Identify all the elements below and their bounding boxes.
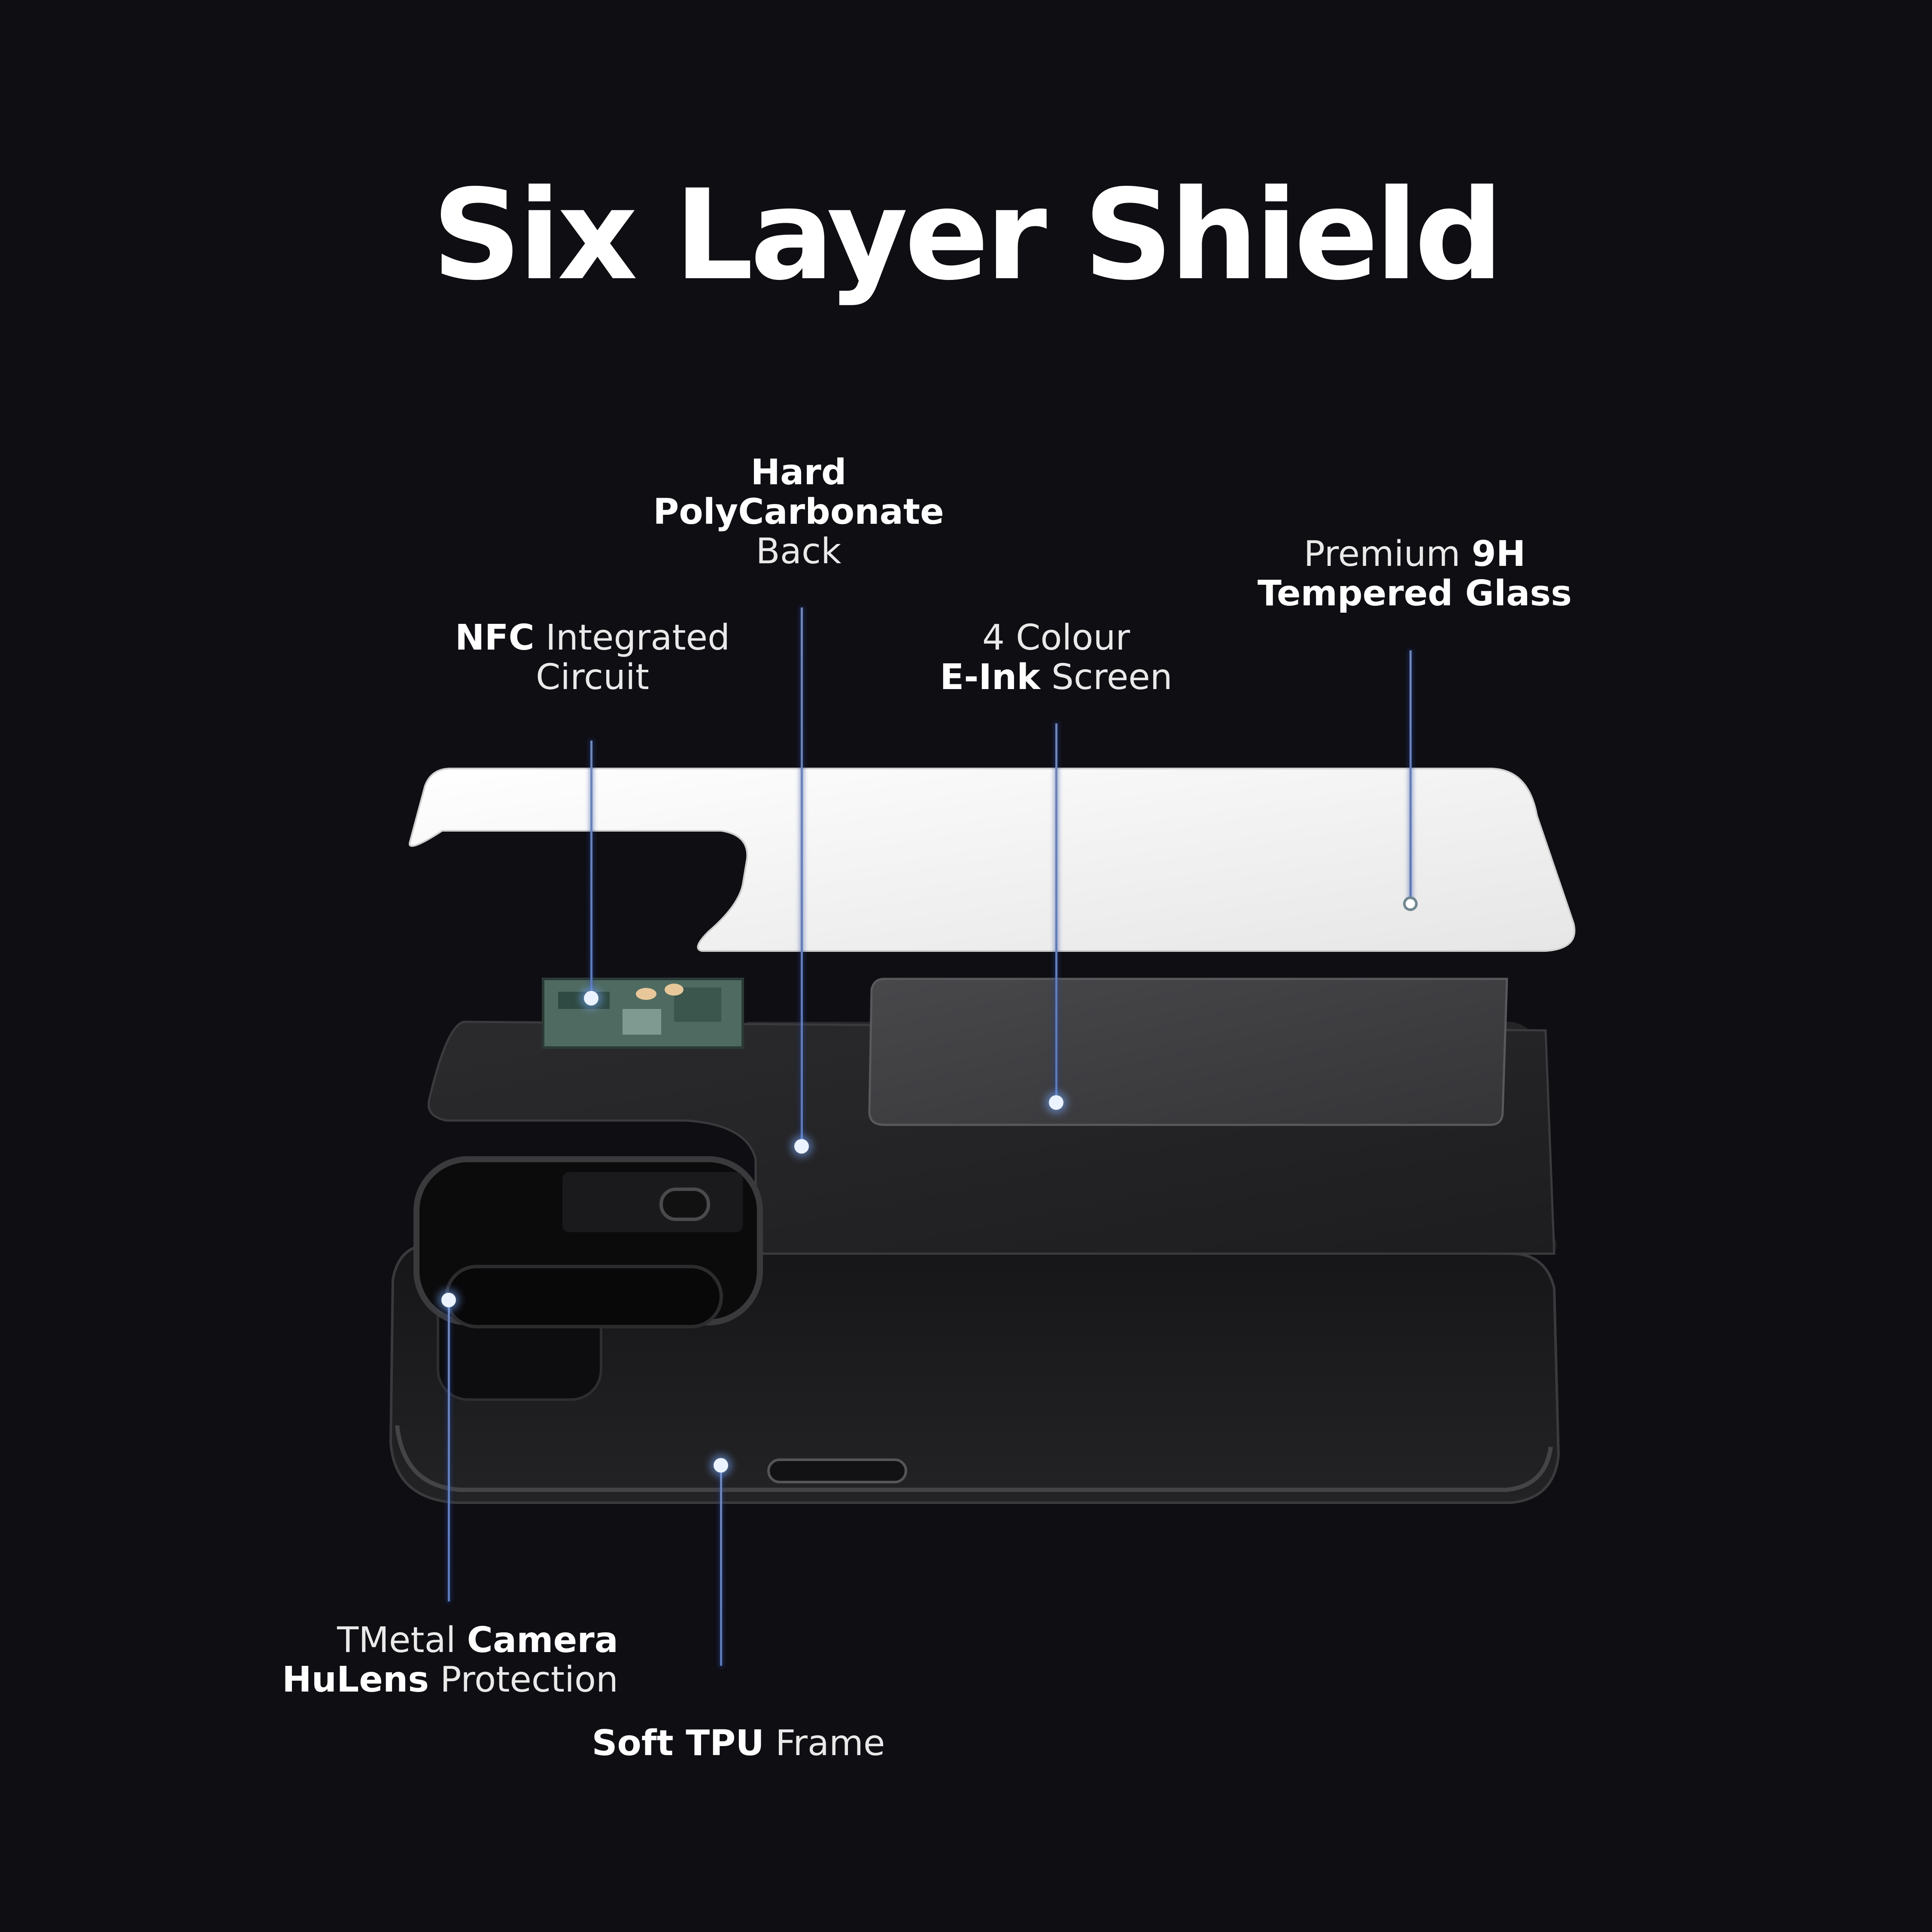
callout-dot-eink: [1049, 1095, 1063, 1110]
label-nfc-circuit: NFC Integrated Circuit: [455, 617, 730, 698]
leader-line-tpu: [720, 1464, 722, 1666]
label-polycarbonate-back: Hard PolyCarbonate Back: [653, 452, 944, 572]
leader-line-eink: [1055, 723, 1057, 1101]
callout-dot-nfc: [584, 991, 598, 1005]
callout-dot-polycarbonate: [794, 1139, 809, 1154]
eink-screen-layer: [868, 978, 1508, 1126]
leader-line-nfc: [590, 741, 592, 998]
label-tpu-frame: Soft TPU Frame: [592, 1723, 885, 1764]
nfc-chip-layer: [542, 978, 744, 1049]
leader-line-polycarbonate: [801, 608, 803, 1144]
callout-dot-tpu: [714, 1458, 728, 1473]
tempered-glass-layer: [408, 768, 1576, 952]
camera-ring-layer: [413, 1156, 763, 1328]
leader-line-glass: [1410, 650, 1412, 902]
leader-line-camera: [448, 1301, 450, 1601]
callout-dot-camera: [441, 1293, 456, 1307]
label-camera-lens-protection: TMetal Camera HuLens Protection: [282, 1620, 618, 1700]
label-tempered-glass: Premium 9H Tempered Glass: [1257, 534, 1572, 614]
button-slot: [767, 1458, 907, 1483]
page-title: Six Layer Shield: [432, 163, 1504, 308]
callout-ring-glass: [1403, 896, 1418, 911]
label-eink-screen: 4 Colour E-Ink Screen: [940, 617, 1173, 698]
